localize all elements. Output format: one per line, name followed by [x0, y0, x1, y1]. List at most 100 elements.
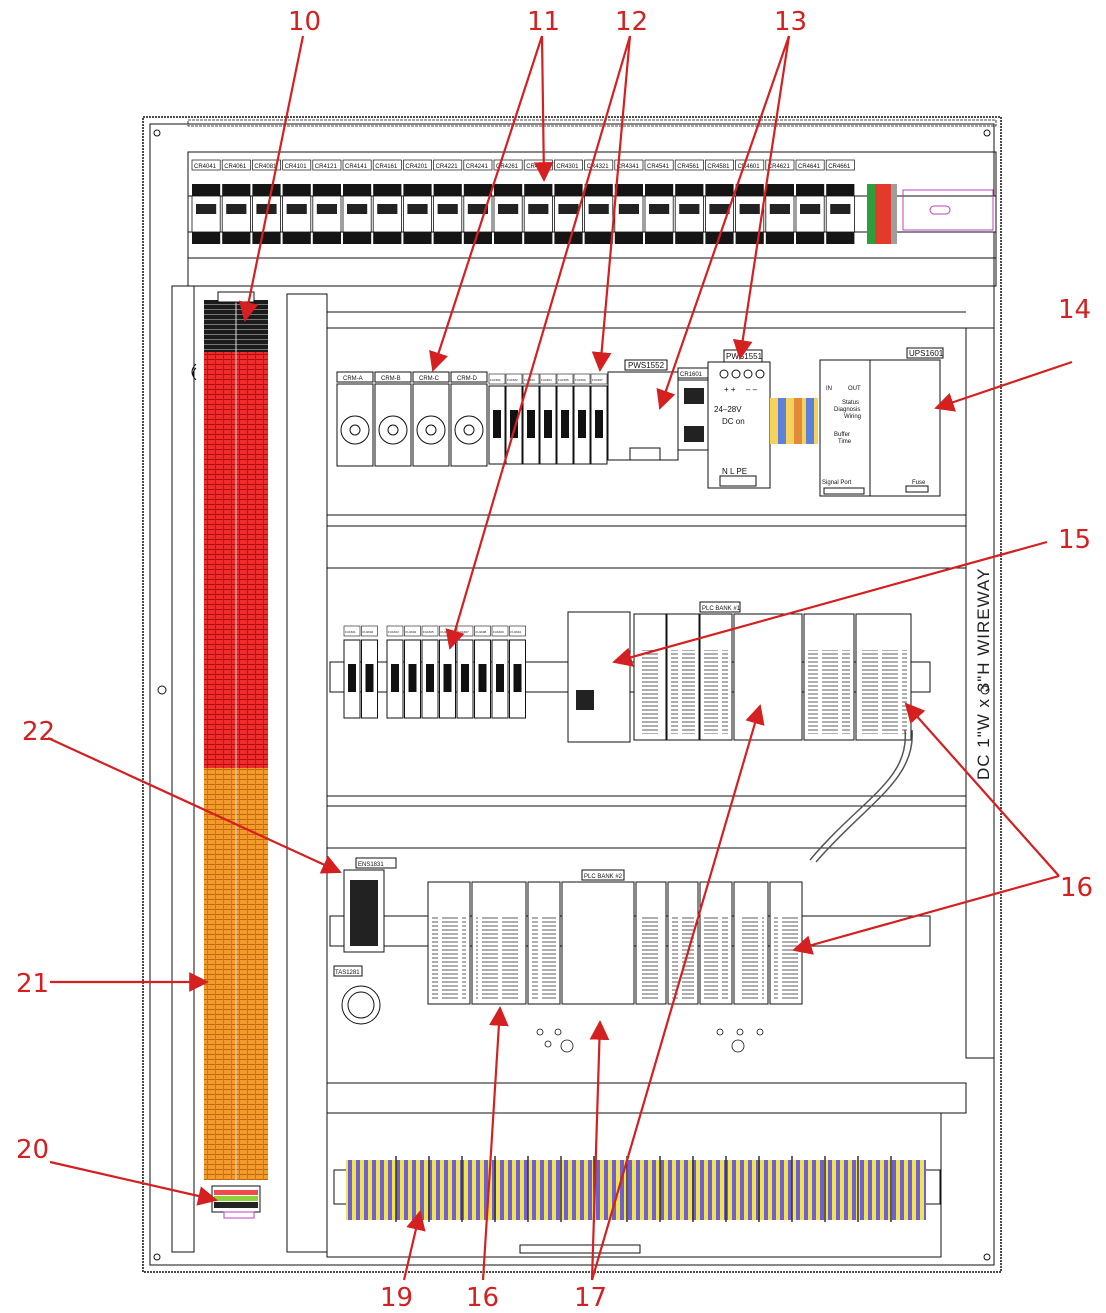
- crm-label-box: [450, 371, 488, 383]
- relay-top-terminals: [343, 184, 372, 196]
- fuse-label: FU1608: [476, 630, 487, 634]
- plc-module-terminals: [704, 916, 728, 1000]
- relay-top-terminals: [584, 184, 613, 196]
- fuse-label: FU1601: [345, 630, 356, 634]
- ups1601-label: UPS1601: [909, 349, 944, 358]
- relay-label-box: [191, 159, 221, 171]
- relay-label-box: [644, 159, 674, 171]
- relay-bottom-terminals: [584, 232, 613, 244]
- relay-body: [588, 204, 609, 214]
- relay-top-terminals: [765, 184, 794, 196]
- plc-module-terminals: [808, 650, 850, 734]
- relay-body: [528, 204, 549, 214]
- fuse-label: FU1506: [575, 378, 586, 382]
- fuse-label-box: [361, 625, 378, 637]
- fuse-label-box: [488, 373, 506, 385]
- relay-label: CR4221: [436, 164, 459, 170]
- relay-body: [769, 204, 790, 214]
- relay-top-terminals: [826, 184, 855, 196]
- fuse-label: FU1501: [490, 378, 501, 382]
- relay-top-terminals: [614, 184, 643, 196]
- fuse-label: FU1609: [493, 630, 504, 634]
- relay-label: CR4101: [285, 164, 308, 170]
- plc-module-terminals: [532, 916, 556, 1000]
- callout-11: 11: [527, 7, 560, 37]
- relay-top-terminals: [373, 184, 402, 196]
- psu-minus: – –: [746, 385, 758, 394]
- relay-label: CR4341: [617, 164, 640, 170]
- relay-top-terminals: [463, 184, 492, 196]
- relay-top-terminals: [252, 184, 281, 196]
- relay-label-box: [403, 159, 432, 171]
- relay-label: CR4061: [224, 164, 247, 170]
- crm-dial: [416, 415, 446, 445]
- fuse-label: FU1610: [511, 630, 522, 634]
- relay-body: [256, 204, 277, 214]
- crm-label: CRM-D: [457, 376, 478, 382]
- crm-label: CRM-A: [343, 376, 363, 382]
- relay-body: [347, 204, 368, 214]
- relay-bottom-terminals: [524, 232, 553, 244]
- callout-arrows: [47, 35, 1073, 1281]
- relay-label: CR4641: [798, 164, 821, 170]
- relay-label-box: [252, 159, 281, 171]
- relay-label-box: [584, 159, 614, 171]
- fuse-body: [478, 664, 487, 692]
- relay-label: CR4541: [647, 164, 670, 170]
- plc-module-terminals: [638, 650, 662, 734]
- ups-buffer: Buffer: [834, 432, 850, 438]
- fuse-body: [496, 664, 504, 692]
- callout-14: 14: [1058, 295, 1091, 325]
- relay-bottom-terminals: [765, 232, 794, 244]
- relay-body: [498, 204, 519, 214]
- relay-top-terminals: [554, 184, 583, 196]
- fuse-body: [527, 410, 535, 438]
- relay-bottom-terminals: [494, 232, 523, 244]
- relay-label: CR4141: [345, 164, 368, 170]
- callout-21: 21: [16, 969, 49, 999]
- relay-body: [286, 204, 307, 214]
- ups-signal-port: Signal Port: [822, 480, 852, 486]
- relay-label-box: [795, 159, 825, 171]
- relay-bottom-terminals: [554, 232, 583, 244]
- callout-19: 19: [380, 1283, 413, 1313]
- relay-label-box: [342, 159, 372, 171]
- crm-label: CRM-C: [419, 376, 440, 382]
- fuse-label: FU1502: [507, 378, 518, 382]
- relay-label-box: [765, 159, 795, 171]
- relay-bottom-terminals: [403, 232, 432, 244]
- fuse-label-box: [404, 625, 421, 637]
- relay-bottom-terminals: [312, 232, 341, 244]
- fuse-label-box: [474, 625, 491, 637]
- relay-label: CR4301: [556, 164, 579, 170]
- fuse-label: FU1605: [423, 630, 434, 634]
- relay-top-terminals: [403, 184, 432, 196]
- crm-dial-center: [387, 424, 399, 436]
- fuse-body: [544, 410, 552, 438]
- relay-label: CR4661: [828, 164, 851, 170]
- callout-12: 12: [615, 7, 648, 37]
- callout-20: 20: [16, 1135, 49, 1165]
- relay-body: [558, 204, 579, 214]
- callout-13: 13: [774, 7, 807, 37]
- relay-top-terminals: [282, 184, 311, 196]
- fuse-label-box: [386, 625, 404, 637]
- psu-voltage: 24–28V: [714, 405, 742, 414]
- callout-17: 17: [574, 1283, 607, 1313]
- relay-body: [679, 204, 700, 214]
- crm-dial: [378, 415, 408, 445]
- callout-16-bottom: 16: [466, 1283, 499, 1313]
- relay-label-box: [735, 159, 765, 171]
- relay-label: CR4581: [707, 164, 730, 170]
- tas1281-label: TAS1281: [335, 970, 360, 976]
- crm-dial-center: [463, 424, 475, 436]
- psu-dc-on: DC on: [722, 417, 745, 426]
- vertical-terminal-strip: [191, 291, 268, 1219]
- fuse-body: [493, 410, 501, 438]
- relay-label: CR4081: [254, 164, 277, 170]
- fuse-label-box: [509, 625, 526, 637]
- relay-top-terminals: [312, 184, 341, 196]
- callout-numbers: 10 11 12 13 14 15 16 22 21 20 19 16 17: [16, 7, 1093, 1313]
